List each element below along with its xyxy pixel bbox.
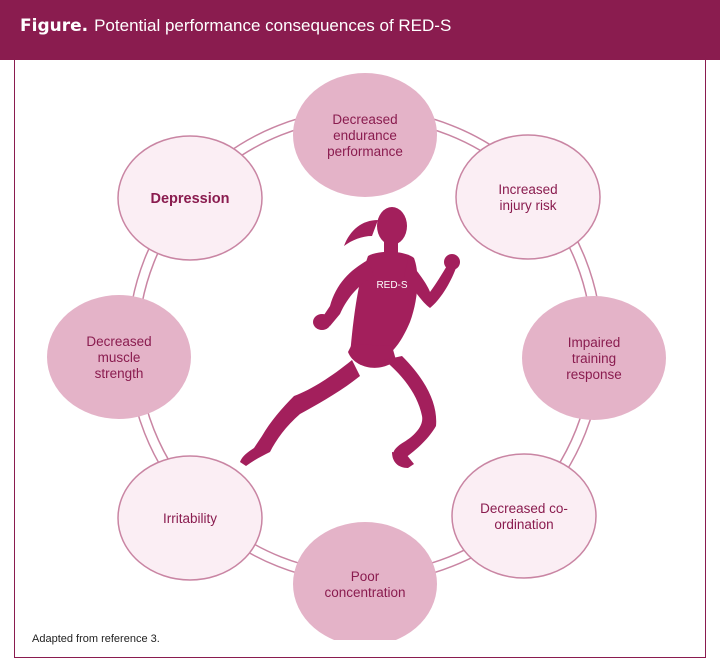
node-label-line: Decreased co- <box>480 501 568 516</box>
node-depression: Depression <box>117 135 263 261</box>
node-circle <box>117 135 263 261</box>
node-label-line: Irritability <box>163 511 217 526</box>
figure-header: Figure. Potential performance consequence… <box>0 0 720 60</box>
runner-front-arm <box>404 260 456 308</box>
node-label-line: performance <box>327 144 403 159</box>
node-label-line: Depression <box>151 191 230 207</box>
runner-hips <box>348 344 396 368</box>
figure-title: Potential performance consequences of RE… <box>94 16 452 35</box>
runner-ponytail <box>344 220 378 246</box>
node-circle <box>293 522 437 640</box>
node-label-line: Decreased <box>86 334 151 349</box>
node-circle <box>522 296 666 420</box>
node-label: Irritability <box>163 511 217 526</box>
runner-back-leg <box>240 360 360 466</box>
node-label-line: ordination <box>494 517 553 532</box>
node-circle <box>47 295 191 419</box>
center-label: RED-S <box>376 280 407 291</box>
node-label-line: Decreased <box>332 112 397 127</box>
node-label-line: muscle <box>98 350 141 365</box>
node-irritability: Irritability <box>117 455 263 581</box>
node-label-line: Poor <box>351 569 380 584</box>
node-label: Depression <box>151 191 230 207</box>
figure-footnote: Adapted from reference 3. <box>32 633 160 645</box>
runner-front-foot <box>392 452 414 468</box>
node-circle <box>293 73 437 197</box>
figure-label: Figure. <box>20 16 89 36</box>
node-label-line: concentration <box>324 585 405 600</box>
runner-front-leg <box>384 356 437 460</box>
node-label-line: Increased <box>498 182 557 197</box>
runner-front-fist <box>444 254 460 270</box>
node-decreased-co-ordination: Decreased co-ordination <box>451 453 597 579</box>
node-label-line: response <box>566 367 622 382</box>
runner-back-fist <box>313 314 331 330</box>
runner-silhouette: RED-S <box>240 207 460 468</box>
runner-head <box>377 207 407 245</box>
node-circle <box>451 453 597 579</box>
node-label-line: Impaired <box>568 335 621 350</box>
node-label-line: training <box>572 351 616 366</box>
node-label-line: injury risk <box>499 198 556 213</box>
node-label-line: strength <box>95 366 144 381</box>
runner-back-arm <box>322 260 374 326</box>
node-label: Decreased co-ordination <box>480 501 568 532</box>
node-circle <box>455 134 601 260</box>
node-label-line: endurance <box>333 128 397 143</box>
figure-frame <box>14 60 706 658</box>
node-circle <box>117 455 263 581</box>
